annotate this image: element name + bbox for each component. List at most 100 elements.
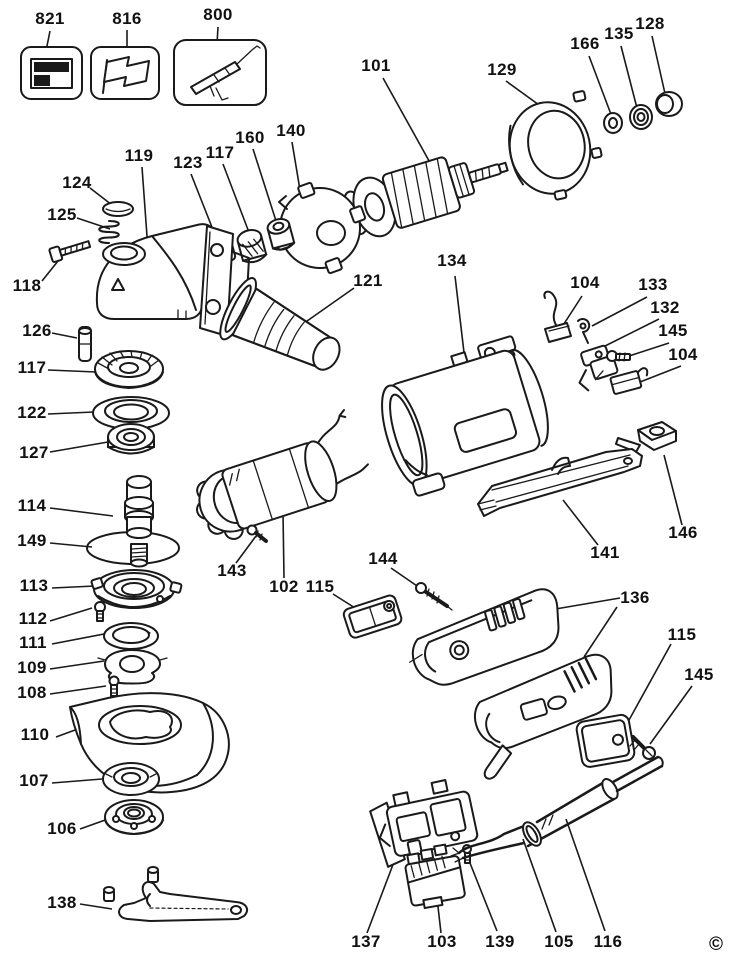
part-label-110: 110	[20, 725, 50, 744]
part-label-145b: 145	[684, 665, 714, 684]
part-label-113: 113	[19, 576, 49, 595]
part-133-spring-clip	[577, 318, 591, 344]
grease-gun-icon	[190, 45, 261, 101]
part-label-145a: 145	[658, 321, 688, 340]
part-104-brush-upper	[543, 290, 572, 343]
part-label-134: 134	[437, 251, 467, 270]
part-label-139: 139	[485, 932, 515, 951]
part-label-816: 816	[112, 9, 142, 28]
part-111-retaining-ring	[103, 622, 159, 650]
part-label-141: 141	[590, 543, 620, 562]
part-106-outer-flange-nut	[104, 799, 164, 835]
part-121-side-handle	[219, 277, 341, 371]
part-label-146: 146	[668, 523, 698, 542]
part-116-cord-protector	[522, 755, 664, 848]
part-label-143: 143	[217, 561, 247, 580]
part-label-103: 103	[427, 932, 457, 951]
part-label-821: 821	[35, 9, 65, 28]
part-145-screw-upper	[606, 350, 631, 362]
part-label-122: 122	[17, 403, 47, 422]
part-label-135: 135	[604, 24, 634, 43]
part-114-spindle	[124, 475, 154, 568]
part-label-138: 138	[47, 893, 77, 912]
part-label-123: 123	[173, 153, 203, 172]
part-label-136: 136	[620, 588, 650, 607]
part-122-washer	[92, 396, 170, 430]
part-label-144: 144	[368, 549, 398, 568]
part-label-112: 112	[18, 609, 48, 628]
part-129-bearing-housing	[508, 90, 603, 201]
nameplate-icon	[30, 58, 73, 89]
part-label-101: 101	[361, 56, 391, 75]
part-102-field-coil	[196, 409, 369, 540]
part-125-spring	[98, 220, 120, 244]
part-label-116: 116	[593, 932, 623, 951]
part-101-armature	[337, 156, 509, 238]
warning-flag-icon	[102, 56, 150, 94]
part-label-109: 109	[17, 658, 47, 677]
part-128-ring	[655, 91, 683, 117]
part-label-105: 105	[544, 932, 574, 951]
part-label-111: 111	[19, 633, 47, 652]
part-137-switch-assembly	[369, 779, 479, 868]
part-label-160: 160	[235, 128, 265, 147]
part-label-800: 800	[203, 5, 233, 24]
part-label-115a: 115	[305, 577, 335, 596]
part-107-inner-flange	[102, 762, 160, 796]
part-117-pinion	[236, 229, 268, 264]
part-104-brush-right	[609, 367, 649, 395]
part-112-screw	[94, 601, 106, 622]
part-label-102: 102	[269, 577, 299, 596]
part-label-133: 133	[638, 275, 668, 294]
part-166-washer	[603, 112, 623, 134]
part-label-114: 114	[17, 496, 47, 515]
part-136-housing-upper-half	[409, 588, 560, 686]
part-label-118: 118	[12, 276, 42, 295]
part-label-107: 107	[19, 771, 49, 790]
part-134-motor-housing	[381, 335, 549, 497]
part-label-124: 124	[62, 173, 92, 192]
part-105-lead-wires	[450, 824, 526, 863]
part-127-bearing	[107, 423, 155, 455]
part-135-bearing	[629, 104, 653, 130]
part-label-121: 121	[353, 271, 383, 290]
part-label-117a: 117	[205, 143, 235, 162]
part-label-104a: 104	[570, 273, 600, 292]
part-label-149: 149	[17, 531, 47, 550]
power-cord	[611, 755, 664, 793]
part-label-166: 166	[570, 34, 600, 53]
legend-box-821	[20, 46, 83, 100]
part-label-106: 106	[47, 819, 77, 838]
part-108-screw	[108, 675, 120, 697]
part-146-lock-button	[615, 421, 677, 453]
part-label-127: 127	[19, 443, 49, 462]
copyright-symbol: ©	[709, 934, 723, 955]
part-115-cover-right	[575, 713, 636, 768]
part-141-slider-bar	[477, 448, 643, 517]
part-label-108: 108	[17, 683, 47, 702]
part-124-disc	[102, 201, 134, 217]
part-144-screw	[415, 582, 453, 611]
part-label-128: 128	[635, 14, 665, 33]
part-label-117b: 117	[17, 358, 47, 377]
part-143-screw	[246, 524, 268, 543]
part-label-132: 132	[650, 298, 680, 317]
part-label-104b: 104	[668, 345, 698, 364]
part-117-crown-gear	[94, 350, 164, 389]
part-label-115b: 115	[667, 625, 697, 644]
part-138-spanner-wrench	[103, 866, 249, 922]
part-109-clamp-plate	[97, 649, 168, 685]
part-label-129: 129	[487, 60, 517, 79]
part-113-bearing-plate	[90, 569, 183, 609]
part-115-cover-left	[342, 594, 403, 639]
part-103-switch	[404, 843, 466, 910]
part-118-screw	[48, 240, 92, 263]
legend-box-816	[90, 46, 160, 100]
legend-box-800	[173, 39, 267, 106]
part-label-137: 137	[351, 932, 381, 951]
part-126-pin	[78, 326, 92, 362]
part-145-screw-lower	[629, 735, 656, 760]
part-136-housing-lower-half	[474, 653, 613, 780]
